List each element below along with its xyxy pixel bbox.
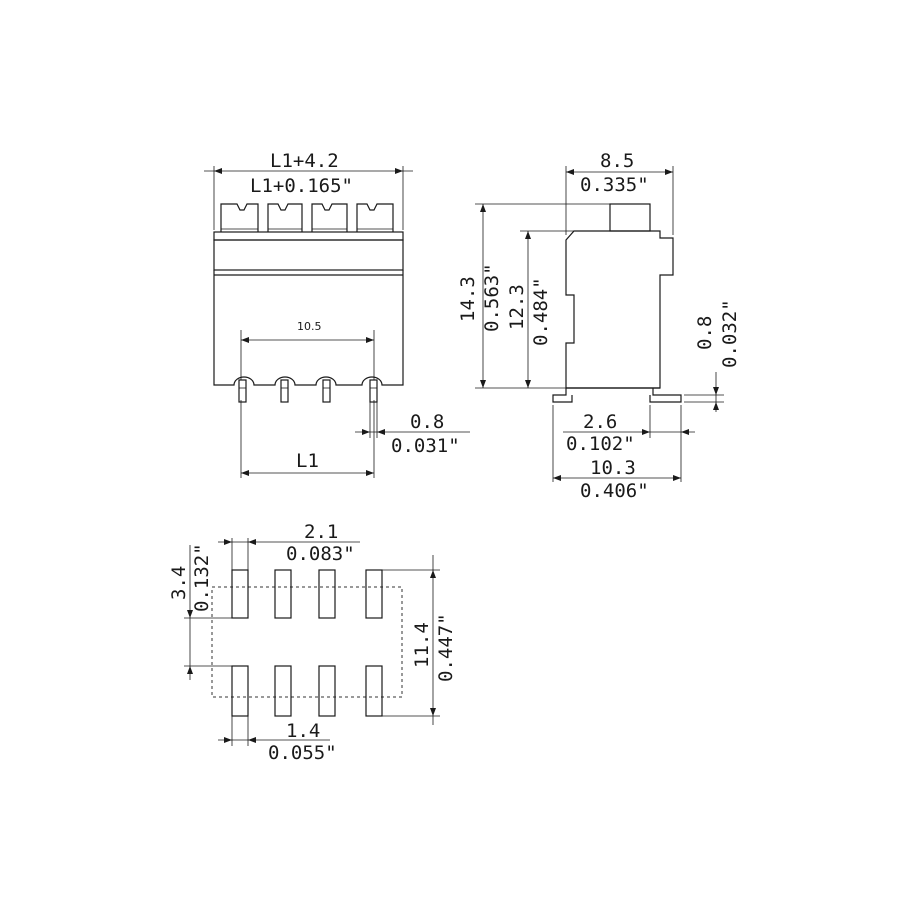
fp-span-in: 0.447" <box>435 613 457 682</box>
side-lead-mm: 2.6 <box>583 411 617 433</box>
front-overall-mm: L1+4.2 <box>270 150 339 172</box>
side-foot-in: 0.032" <box>719 299 741 368</box>
fp-pitch-mm: 2.1 <box>304 521 338 543</box>
side-view: 8.5 0.335" 14.3 0.563" 12.3 0.484" 0.8 0… <box>457 150 741 502</box>
fp-padlen-mm: 3.4 <box>168 566 190 600</box>
side-top-in: 0.335" <box>580 174 649 196</box>
footprint-view: 2.1 0.083" 3.4 0.132" 11.4 0.447" 1.4 0.… <box>168 521 457 764</box>
side-base-in: 0.406" <box>580 480 649 502</box>
fp-pitch-in: 0.083" <box>286 543 355 565</box>
side-base-mm: 10.3 <box>590 457 636 479</box>
side-body-in: 0.484" <box>530 277 552 346</box>
front-overall-in: L1+0.165" <box>250 175 353 197</box>
side-height-mm: 14.3 <box>457 276 479 322</box>
front-view: L1+4.2 L1+0.165" 10.5 <box>204 150 470 478</box>
fp-padw-mm: 1.4 <box>286 720 320 742</box>
fp-padlen-in: 0.132" <box>191 543 213 612</box>
side-top-mm: 8.5 <box>600 150 634 172</box>
side-height-in: 0.563" <box>481 263 503 332</box>
front-pin-in: 0.031" <box>391 435 460 457</box>
side-foot-mm: 0.8 <box>694 316 716 350</box>
front-pin-mm: 0.8 <box>410 411 444 433</box>
fp-padw-in: 0.055" <box>268 742 337 764</box>
front-inner-pitch: 10.5 <box>297 320 322 333</box>
front-l1: L1 <box>296 450 319 472</box>
fp-span-mm: 11.4 <box>411 622 433 668</box>
side-body-mm: 12.3 <box>506 284 528 330</box>
side-lead-in: 0.102" <box>566 433 635 455</box>
